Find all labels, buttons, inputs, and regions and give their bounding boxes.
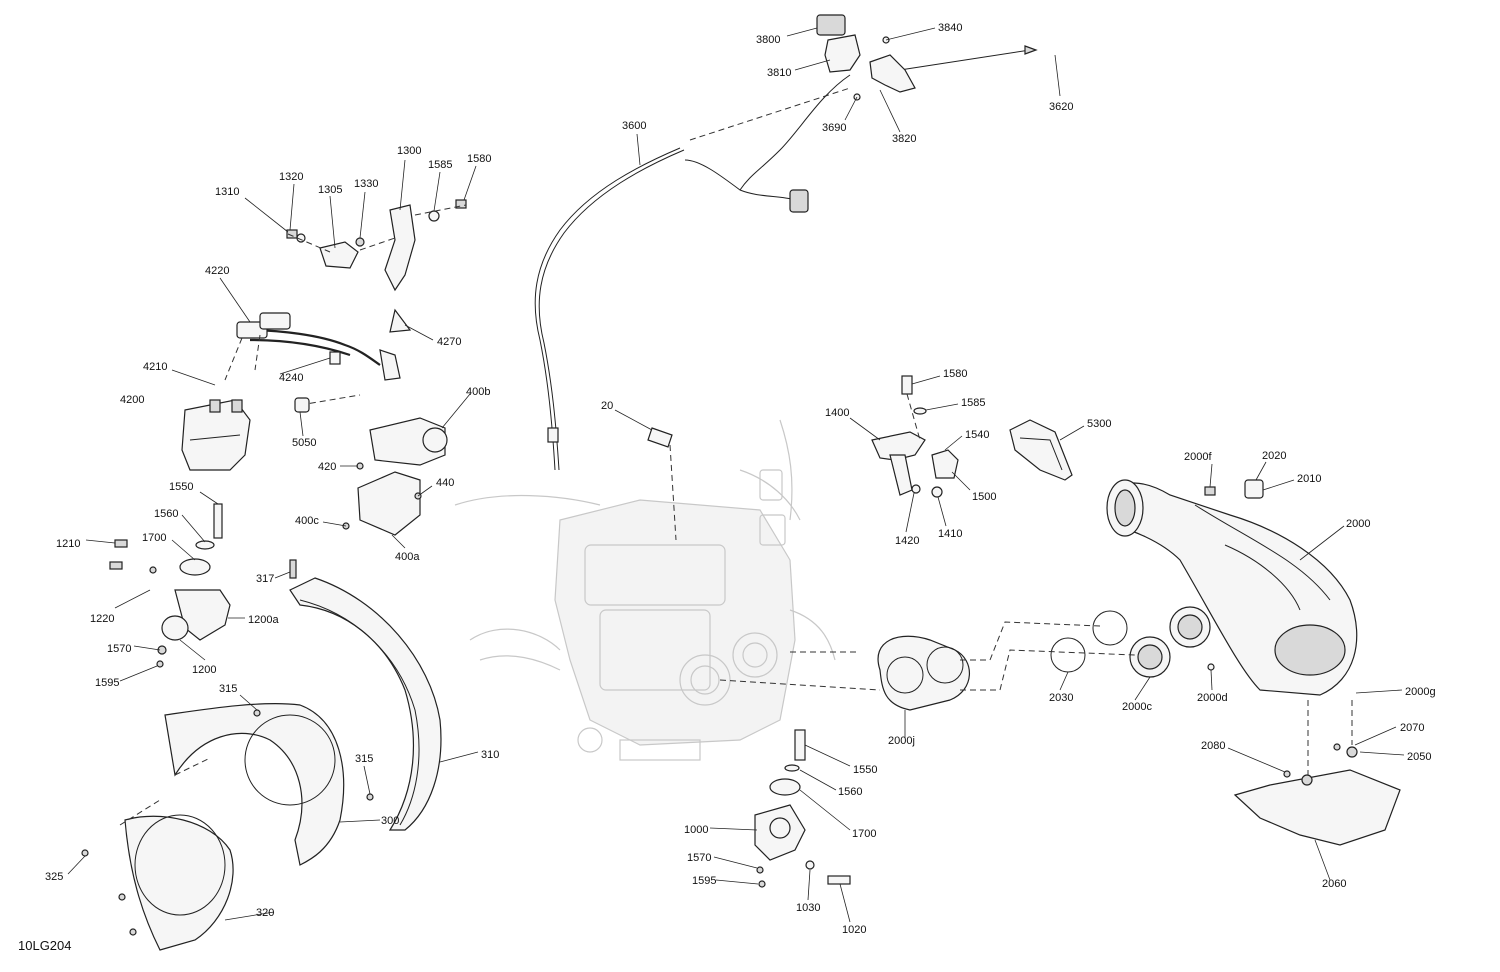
callout-20: 20 xyxy=(601,400,613,412)
belt-guard xyxy=(81,559,442,951)
callout-1420: 1420 xyxy=(895,535,919,547)
callout-4240: 4240 xyxy=(279,372,303,384)
throttle-lever-assembly xyxy=(816,14,916,101)
callout-2020: 2020 xyxy=(1262,450,1286,462)
intake-ducts xyxy=(719,606,1215,711)
callout-1020: 1020 xyxy=(842,924,866,936)
callout-3620: 3620 xyxy=(1049,101,1073,113)
starter-motor xyxy=(342,417,448,536)
callout-1300: 1300 xyxy=(397,145,421,157)
callout-1200a: 1200a xyxy=(248,614,279,626)
callout-1595a: 1595 xyxy=(95,677,119,689)
callout-5050: 5050 xyxy=(292,437,316,449)
callout-2030: 2030 xyxy=(1049,692,1073,704)
callout-4210: 4210 xyxy=(143,361,167,373)
callout-4270: 4270 xyxy=(437,336,461,348)
engine-ghost xyxy=(454,419,836,761)
callout-1210: 1210 xyxy=(56,538,80,550)
callout-2000c: 2000c xyxy=(1122,701,1152,713)
callout-3840: 3840 xyxy=(938,22,962,34)
callout-1595b: 1595 xyxy=(692,875,716,887)
callout-1030: 1030 xyxy=(796,902,820,914)
callout-1550b: 1550 xyxy=(853,764,877,776)
callout-1410: 1410 xyxy=(938,528,962,540)
pin-20 xyxy=(647,427,677,541)
callout-1500: 1500 xyxy=(972,491,996,503)
callout-315b: 315 xyxy=(355,753,373,765)
callout-3690: 3690 xyxy=(822,122,846,134)
callout-4200: 4200 xyxy=(120,394,144,406)
mount-bracket-top xyxy=(871,375,959,498)
callout-3810: 3810 xyxy=(767,67,791,79)
callout-4220: 4220 xyxy=(205,265,229,277)
callout-1560b: 1560 xyxy=(838,786,862,798)
callout-1570a: 1570 xyxy=(107,643,131,655)
callout-1580a: 1580 xyxy=(467,153,491,165)
leader-lines xyxy=(67,27,1405,923)
wiring-harness xyxy=(224,308,412,413)
callout-1200: 1200 xyxy=(192,664,216,676)
callout-1700a: 1700 xyxy=(142,532,166,544)
callout-2000g: 2000g xyxy=(1405,686,1436,698)
callout-3800: 3800 xyxy=(756,34,780,46)
callout-325: 325 xyxy=(45,871,63,883)
callout-310: 310 xyxy=(481,749,499,761)
callout-1310: 1310 xyxy=(215,186,239,198)
callout-1400: 1400 xyxy=(825,407,849,419)
callout-420: 420 xyxy=(318,461,336,473)
callout-1000: 1000 xyxy=(684,824,708,836)
callout-1560a: 1560 xyxy=(154,508,178,520)
cover-5300 xyxy=(1009,419,1073,481)
callout-2070: 2070 xyxy=(1400,722,1424,734)
callout-1585a: 1585 xyxy=(428,159,452,171)
callout-1540: 1540 xyxy=(965,429,989,441)
sensor-bracket-group xyxy=(286,199,467,292)
callout-300: 300 xyxy=(381,815,399,827)
callout-1700b: 1700 xyxy=(852,828,876,840)
callout-2000: 2000 xyxy=(1346,518,1370,530)
callout-labels: 3800 3840 3810 3620 3690 3820 3600 1300 1585 1580… xyxy=(45,22,1436,936)
throttle-cable xyxy=(534,45,1038,471)
callout-2050: 2050 xyxy=(1407,751,1431,763)
ignition-coil xyxy=(181,399,251,471)
callout-1320: 1320 xyxy=(279,171,303,183)
callout-1305: 1305 xyxy=(318,184,342,196)
callout-5300: 5300 xyxy=(1087,418,1111,430)
callout-2080: 2080 xyxy=(1201,740,1225,752)
callout-2000f: 2000f xyxy=(1184,451,1212,463)
callout-1580b: 1580 xyxy=(943,368,967,380)
callout-400b: 400b xyxy=(466,386,490,398)
mount-bottom xyxy=(754,729,851,888)
callout-2060: 2060 xyxy=(1322,878,1346,890)
callout-400a: 400a xyxy=(395,551,420,563)
callout-440: 440 xyxy=(436,477,454,489)
callout-3600: 3600 xyxy=(622,120,646,132)
callout-320: 320 xyxy=(256,907,274,919)
callout-1570b: 1570 xyxy=(687,852,711,864)
callout-1330: 1330 xyxy=(354,178,378,190)
callout-317: 317 xyxy=(256,573,274,585)
callout-1550a: 1550 xyxy=(169,481,193,493)
mount-left xyxy=(109,503,231,668)
air-intake-housing xyxy=(1106,479,1358,696)
callout-315a: 315 xyxy=(219,683,237,695)
callout-400c: 400c xyxy=(295,515,319,527)
base-plate xyxy=(1233,700,1401,846)
callout-2010: 2010 xyxy=(1297,473,1321,485)
callout-1220: 1220 xyxy=(90,613,114,625)
callout-1585b: 1585 xyxy=(961,397,985,409)
diagram-code: 10LG204 xyxy=(18,938,72,953)
callout-2000d: 2000d xyxy=(1197,692,1228,704)
callout-2000j: 2000j xyxy=(888,735,915,747)
callout-3820: 3820 xyxy=(892,133,916,145)
